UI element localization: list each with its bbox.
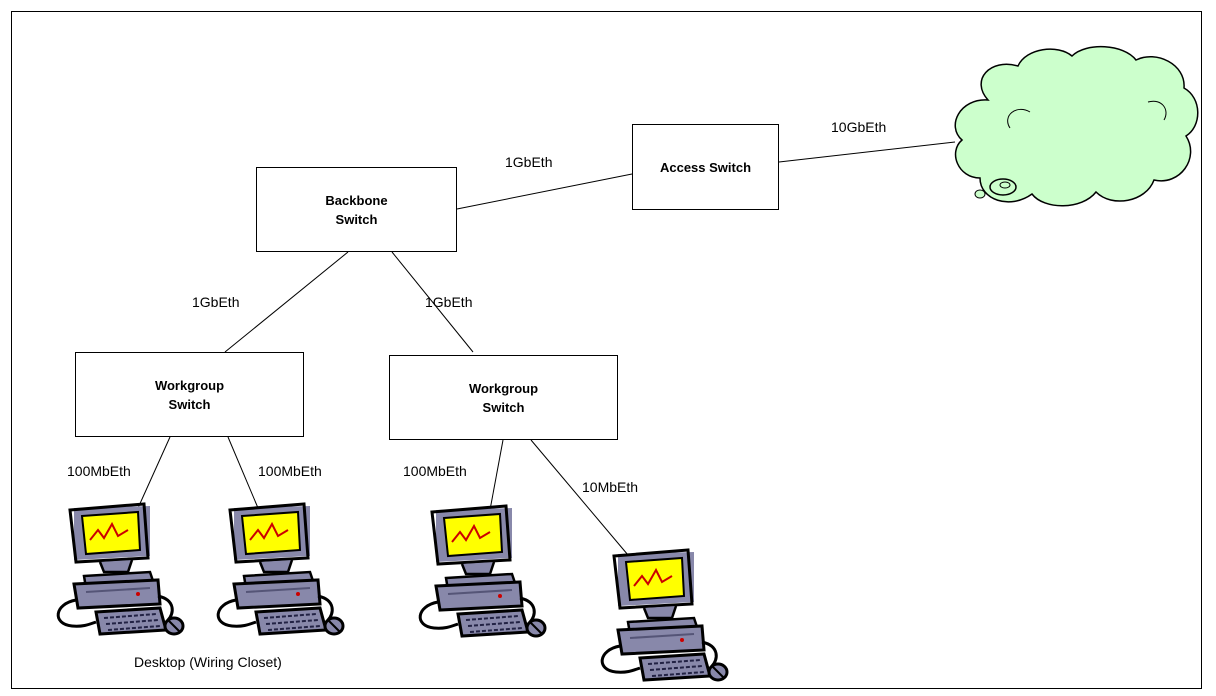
workgroup-switch-right-label: Workgroup Switch (468, 380, 539, 415)
access-switch-label: Access Switch (659, 159, 752, 175)
desktop-computer-icon (216, 502, 345, 636)
backbone-switch: Backbone Switch (256, 167, 457, 252)
link-workgroup-right-pc4 (530, 439, 629, 556)
link-label-10gbeth: 10GbEth (831, 119, 887, 135)
link-workgroup-right-pc3 (489, 439, 504, 511)
link-access-cloud (778, 141, 956, 163)
workgroup-switch-left: Workgroup Switch (75, 352, 304, 437)
link-workgroup-left-pc1 (137, 436, 171, 509)
link-backbone-access (456, 173, 633, 210)
link-label-backbone-left: 1GbEth (192, 294, 240, 310)
link-backbone-workgroup-right (391, 251, 474, 353)
link-workgroup-left-pc2 (227, 436, 259, 509)
network-cloud-icon (954, 45, 1199, 207)
workgroup-switch-left-label: Workgroup Switch (154, 377, 225, 412)
desktop-computer-icon (600, 548, 729, 682)
link-label-backbone-access: 1GbEth (505, 154, 553, 170)
link-label-pc4: 10MbEth (582, 479, 639, 495)
backbone-switch-label: Backbone Switch (325, 192, 388, 227)
desktop-computer-icon (56, 502, 185, 636)
link-label-pc1: 100MbEth (67, 463, 131, 479)
desktop-caption: Desktop (Wiring Closet) (134, 654, 282, 670)
access-switch: Access Switch (632, 124, 779, 210)
desktop-computer-icon (418, 504, 547, 638)
link-backbone-workgroup-left (224, 251, 349, 353)
link-label-pc2: 100MbEth (258, 463, 322, 479)
link-label-backbone-right: 1GbEth (425, 294, 473, 310)
link-label-pc3: 100MbEth (403, 463, 467, 479)
workgroup-switch-right: Workgroup Switch (389, 355, 618, 440)
